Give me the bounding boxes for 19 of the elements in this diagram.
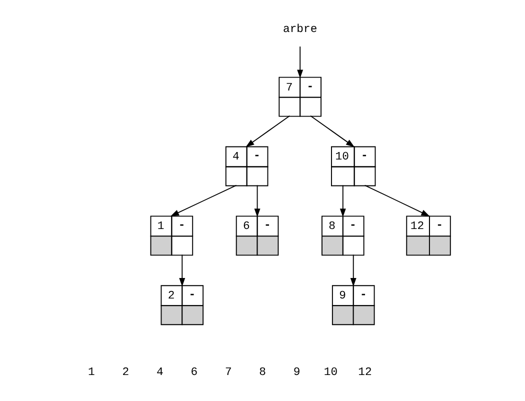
arrow [254,184,260,218]
arrow [296,46,303,78]
label: 7 [224,367,232,380]
arrow [350,254,356,287]
arrow [170,184,236,216]
arrow [310,115,354,148]
label: 12 [358,367,372,380]
arrow [178,254,185,287]
arrow [339,184,346,218]
node-text: arbre [282,24,317,36]
arrow [364,184,430,216]
label: 6 [190,367,198,380]
label: 9 [292,367,300,380]
arrow [245,115,290,148]
label: 2 [122,367,129,380]
label: 1 [87,367,94,380]
label: 8 [258,367,266,380]
label: 10 [323,367,338,380]
label: 4 [156,367,163,380]
